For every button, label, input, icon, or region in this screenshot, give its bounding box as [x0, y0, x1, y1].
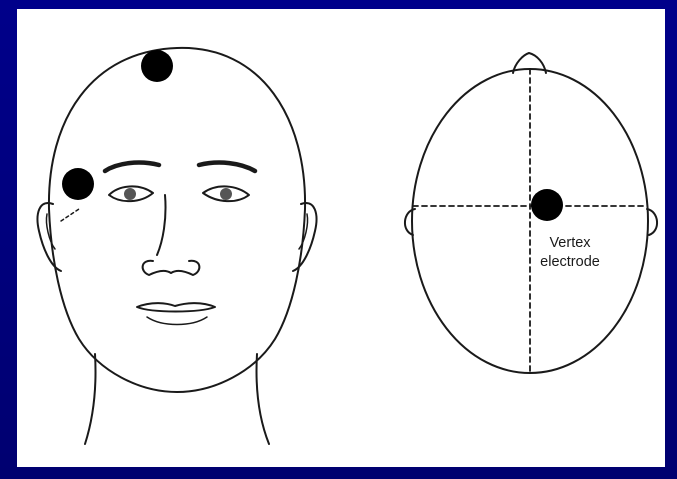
nose [157, 195, 166, 255]
neck [85, 354, 96, 444]
vertex-electrode-label: Vertex electrode [523, 234, 617, 272]
front-top-electrode [141, 50, 173, 82]
forehead-electrode [62, 168, 94, 200]
ear-reference-line [61, 209, 79, 221]
mouth [137, 303, 215, 311]
front-head-view [38, 48, 317, 444]
top-head-view [405, 53, 657, 373]
diagram-panel: Vertex electrode [17, 9, 665, 467]
vertex-electrode [531, 189, 563, 221]
right-eyebrow [199, 163, 255, 171]
top-view-left-ear [405, 209, 415, 235]
label-line-1: Vertex [523, 234, 617, 253]
left-eyebrow [105, 163, 159, 171]
front-head-outline [49, 48, 305, 392]
label-line-2: electrode [523, 253, 617, 272]
